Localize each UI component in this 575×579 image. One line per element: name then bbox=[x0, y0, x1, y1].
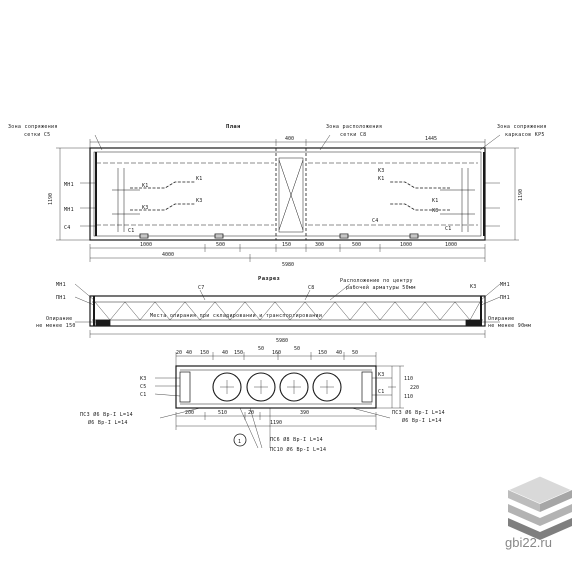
plan-title: План bbox=[226, 124, 241, 130]
svg-text:1000: 1000 bbox=[445, 242, 457, 248]
svg-text:150: 150 bbox=[234, 350, 243, 356]
svg-text:1: 1 bbox=[238, 439, 241, 445]
svg-text:Зона сопряжения: Зона сопряжения bbox=[497, 124, 547, 130]
svg-text:К1: К1 bbox=[196, 176, 203, 182]
svg-text:К3: К3 bbox=[470, 284, 477, 290]
svg-text:Опирание: Опирание bbox=[488, 316, 514, 322]
svg-text:50: 50 bbox=[294, 346, 300, 352]
svg-text:К3: К3 bbox=[196, 198, 203, 204]
stacked-slabs-icon bbox=[506, 475, 574, 540]
svg-text:МН1: МН1 bbox=[500, 282, 510, 288]
svg-text:сетки С5: сетки С5 bbox=[24, 132, 50, 138]
svg-text:Ø6 Вр-І L=14: Ø6 Вр-І L=14 bbox=[402, 417, 442, 424]
svg-text:С7: С7 bbox=[198, 285, 205, 291]
svg-text:110: 110 bbox=[404, 394, 413, 400]
cross-section-labels: 20 40 150 40 150 50 160 50 150 40 50 К3 … bbox=[80, 346, 445, 453]
svg-text:С4: С4 bbox=[372, 218, 379, 224]
svg-text:50: 50 bbox=[352, 350, 358, 356]
svg-text:400: 400 bbox=[285, 136, 294, 142]
svg-text:Зона сопряжения: Зона сопряжения bbox=[8, 124, 58, 130]
svg-text:4000: 4000 bbox=[162, 252, 174, 258]
svg-text:ПС3 Ø6 Вр-І L=14: ПС3 Ø6 Вр-І L=14 bbox=[392, 409, 445, 416]
svg-text:40: 40 bbox=[336, 350, 342, 356]
svg-text:сетки С8: сетки С8 bbox=[340, 132, 366, 138]
svg-text:К3: К3 bbox=[140, 376, 147, 382]
svg-text:5980: 5980 bbox=[282, 262, 294, 268]
cross-section-outline bbox=[175, 365, 377, 409]
svg-text:5980: 5980 bbox=[276, 338, 288, 344]
section-outline bbox=[89, 295, 486, 327]
section-view bbox=[74, 283, 501, 338]
void-2 bbox=[246, 372, 276, 402]
svg-text:1445: 1445 bbox=[425, 136, 437, 142]
svg-text:К1: К1 bbox=[432, 198, 439, 204]
svg-text:К3: К3 bbox=[142, 205, 149, 211]
node-marker bbox=[233, 433, 247, 447]
svg-text:Расположение по центру: Расположение по центру bbox=[340, 278, 413, 284]
svg-text:С1: С1 bbox=[445, 226, 452, 232]
svg-text:ПН1: ПН1 bbox=[56, 295, 66, 301]
svg-text:каркасов КР5: каркасов КР5 bbox=[505, 132, 545, 138]
svg-text:300: 300 bbox=[315, 242, 324, 248]
svg-text:Ø6 Вр-І L=14: Ø6 Вр-І L=14 bbox=[88, 419, 128, 426]
svg-text:К1: К1 bbox=[378, 176, 385, 182]
svg-text:К3: К3 bbox=[378, 168, 385, 174]
svg-text:Места опирания при складирован: Места опирания при складировании и транс… bbox=[150, 313, 322, 319]
svg-text:1190: 1190 bbox=[518, 189, 524, 201]
section-labels: Разрез Расположение по центру рабочей ар… bbox=[36, 276, 531, 344]
svg-text:50: 50 bbox=[258, 346, 264, 352]
svg-text:С4: С4 bbox=[64, 225, 71, 231]
svg-text:рабочей арматуры 50мм: рабочей арматуры 50мм bbox=[346, 284, 416, 291]
svg-text:150: 150 bbox=[318, 350, 327, 356]
svg-text:20: 20 bbox=[248, 410, 254, 416]
svg-text:МН1: МН1 bbox=[56, 282, 66, 288]
svg-text:150: 150 bbox=[200, 350, 209, 356]
svg-text:С1: С1 bbox=[128, 228, 135, 234]
svg-text:110: 110 bbox=[404, 376, 413, 382]
svg-text:510: 510 bbox=[218, 410, 227, 416]
svg-text:С8: С8 bbox=[308, 285, 315, 291]
svg-text:К3: К3 bbox=[432, 208, 439, 214]
svg-text:ПС10 Ø6 Вр-І L=14: ПС10 Ø6 Вр-І L=14 bbox=[270, 446, 326, 453]
svg-text:500: 500 bbox=[216, 242, 225, 248]
plan-labels: План Зона сопряжения сетки С5 Зона распо… bbox=[8, 124, 547, 268]
svg-text:К3: К3 bbox=[378, 372, 385, 378]
plan-outline bbox=[89, 147, 486, 241]
svg-text:1190: 1190 bbox=[270, 420, 282, 426]
svg-text:390: 390 bbox=[300, 410, 309, 416]
svg-text:ПС6 Ø8 Вр-І L=14: ПС6 Ø8 Вр-І L=14 bbox=[270, 436, 323, 443]
svg-text:МН1: МН1 bbox=[64, 182, 74, 188]
svg-text:40: 40 bbox=[186, 350, 192, 356]
svg-text:С5: С5 bbox=[140, 384, 147, 390]
svg-text:К1: К1 bbox=[142, 183, 149, 189]
svg-text:500: 500 bbox=[352, 242, 361, 248]
svg-text:220: 220 bbox=[410, 385, 419, 391]
svg-text:1000: 1000 bbox=[400, 242, 412, 248]
svg-text:МН1: МН1 bbox=[64, 207, 74, 213]
svg-text:160: 160 bbox=[272, 350, 281, 356]
svg-text:40: 40 bbox=[222, 350, 228, 356]
void-3 bbox=[279, 372, 309, 402]
svg-text:не менее 150: не менее 150 bbox=[36, 323, 76, 329]
svg-text:1190: 1190 bbox=[48, 193, 54, 205]
svg-text:С1: С1 bbox=[378, 389, 385, 395]
svg-text:ПС3 Ø6 Вр-І L=14: ПС3 Ø6 Вр-І L=14 bbox=[80, 411, 133, 418]
svg-text:150: 150 bbox=[282, 242, 291, 248]
svg-text:Опирание: Опирание bbox=[46, 316, 72, 322]
section-title: Разрез bbox=[258, 276, 280, 282]
svg-text:20: 20 bbox=[176, 350, 182, 356]
void-4 bbox=[312, 372, 342, 402]
svg-text:ПН1: ПН1 bbox=[500, 295, 510, 301]
svg-text:С1: С1 bbox=[140, 392, 147, 398]
site-name: gbi22.ru bbox=[505, 535, 552, 550]
svg-text:1000: 1000 bbox=[140, 242, 152, 248]
svg-text:Зона расположения: Зона расположения bbox=[326, 124, 382, 130]
svg-text:не менее 90мм: не менее 90мм bbox=[488, 323, 531, 329]
plan-view bbox=[56, 134, 519, 262]
void-1 bbox=[212, 372, 242, 402]
cross-section-view bbox=[154, 352, 404, 449]
svg-text:200: 200 bbox=[185, 410, 194, 416]
